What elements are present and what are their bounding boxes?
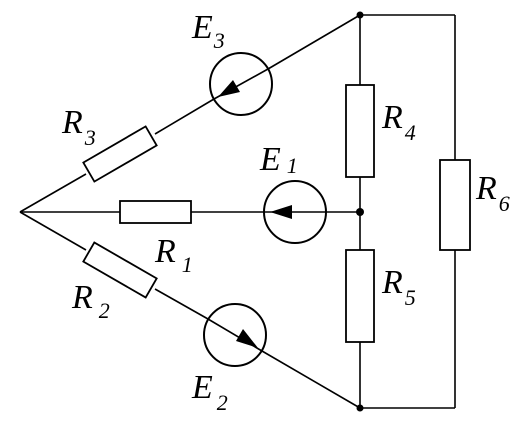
node-bottom — [356, 404, 364, 412]
wire-diag-up-1 — [19, 173, 87, 213]
label-r4: R4 — [381, 99, 416, 145]
node-middle — [356, 208, 364, 216]
source-e1 — [263, 180, 327, 244]
resistor-r1 — [119, 200, 192, 224]
wire-diag-up-2 — [154, 98, 215, 135]
wire-diag-dn-3 — [261, 350, 361, 409]
source-e3 — [209, 52, 273, 116]
resistor-r4 — [345, 84, 375, 178]
label-r5: R5 — [381, 264, 416, 310]
resistor-r2 — [82, 241, 158, 299]
nodes — [356, 11, 364, 412]
sources — [203, 52, 327, 367]
resistor-r3 — [82, 125, 158, 183]
resistor-r5 — [345, 249, 375, 343]
resistor-r6 — [439, 159, 471, 251]
label-r6: R6 — [475, 170, 510, 216]
label-r3: R3 — [61, 104, 96, 150]
wire-diag-dn-1 — [19, 211, 87, 251]
node-top — [356, 11, 364, 19]
resistors — [82, 84, 471, 343]
source-e2 — [203, 303, 267, 367]
wire-diag-up-3 — [267, 14, 361, 70]
wire-diag-dn-2 — [154, 288, 209, 320]
label-e3: E3 — [191, 9, 225, 53]
